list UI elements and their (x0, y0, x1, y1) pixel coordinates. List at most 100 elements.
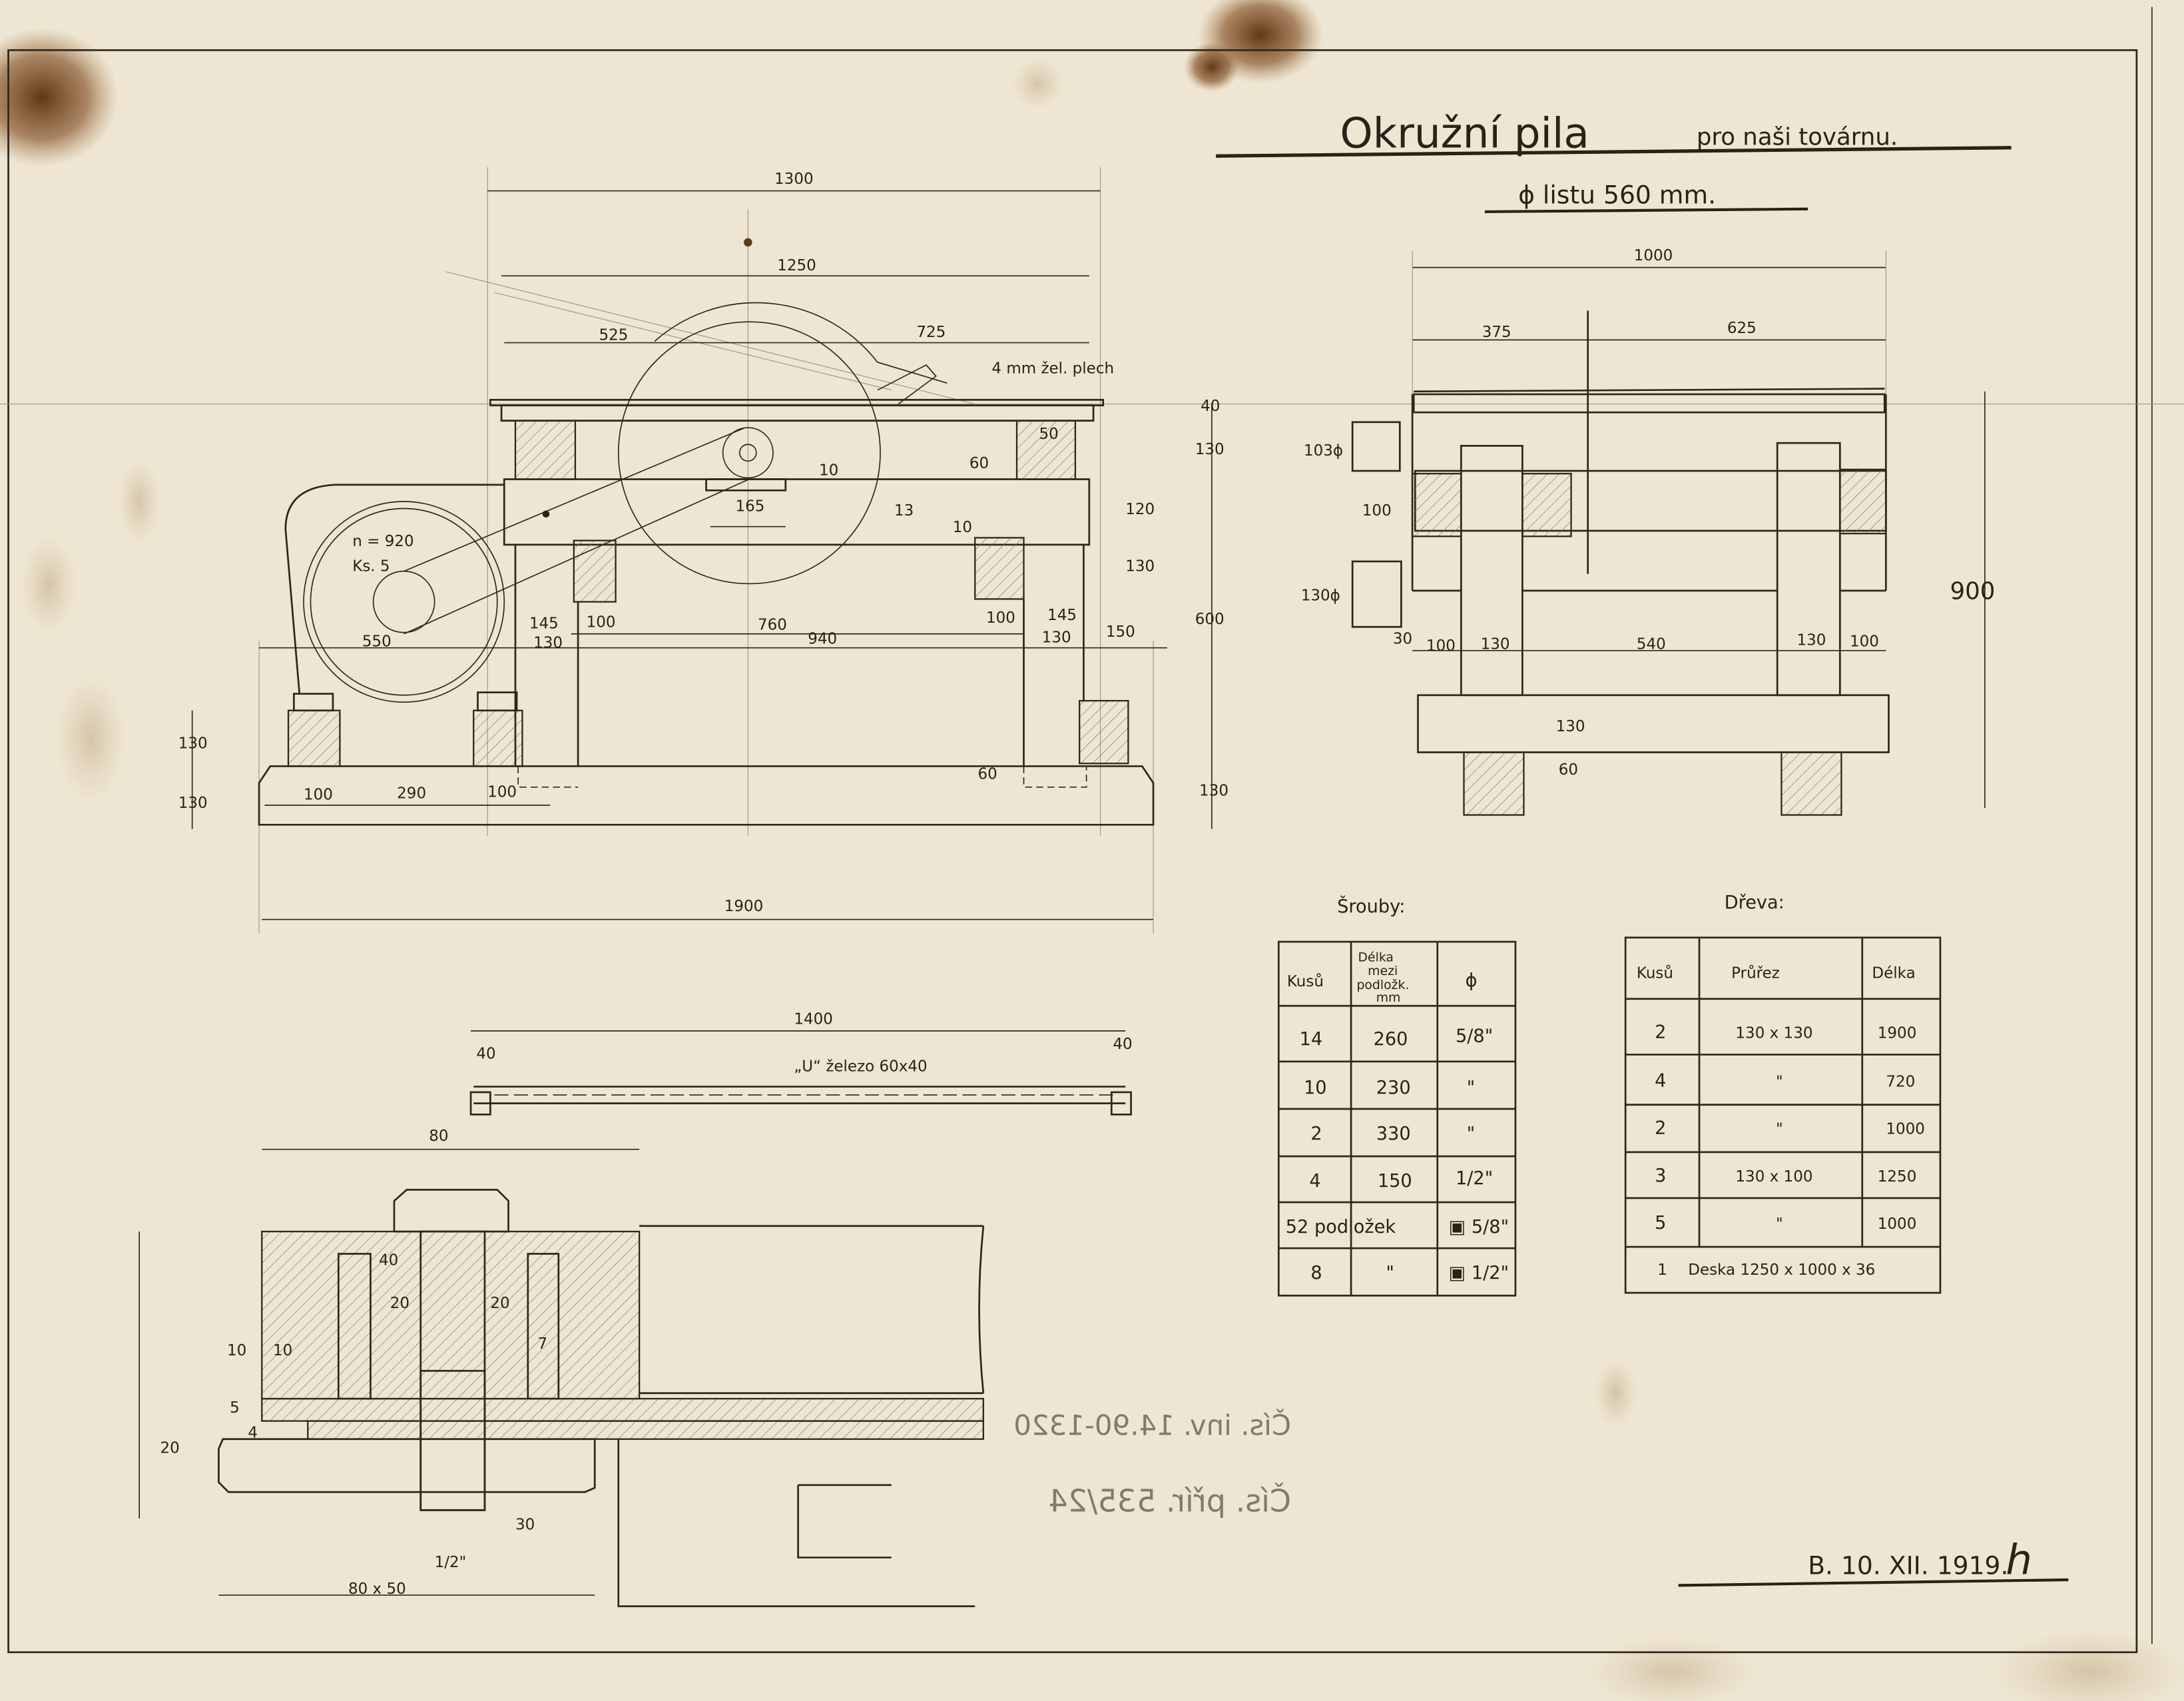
table-cell: 330 (1376, 1124, 1411, 1144)
signature-initial: h (2006, 1536, 2032, 1584)
dim-label: 60 (977, 765, 997, 783)
dim-label: 10 (953, 519, 972, 536)
table-cell: " (1467, 1124, 1476, 1144)
upper-beam (503, 478, 1091, 546)
arbor-pulley (722, 427, 774, 479)
bolt-nut (393, 1188, 509, 1233)
table-cell: 5 (1655, 1213, 1666, 1233)
table-cell: 230 (1376, 1078, 1411, 1098)
wood-table-title: Dřeva: (1725, 892, 1784, 913)
table-cell: 1250 (1878, 1168, 1917, 1186)
table-cell: Deska 1250 x 1000 x 36 (1688, 1261, 1875, 1279)
dim-label: 375 (1482, 324, 1511, 341)
table-cell: 10 (1304, 1078, 1327, 1098)
mirrored-stamp: Čís. inv. 14.90-1320 Čís. přír. 535/24 (1013, 1408, 1291, 1519)
title-sub: pro naši továrnu. (1697, 124, 1898, 151)
table-cell: 1 (1657, 1261, 1667, 1279)
dim-label: 725 (916, 324, 946, 341)
table-cell: ▣ 5/8" (1449, 1217, 1509, 1237)
dim-label: 100 (304, 787, 333, 804)
table-cell: 3 (1655, 1166, 1666, 1186)
table-cell: 130 x 100 (1735, 1168, 1812, 1186)
dim-label: 525 (599, 326, 628, 344)
dim-label: 600 (1195, 611, 1225, 628)
dim-label: 290 (397, 785, 426, 803)
dim-label: 10 (273, 1342, 292, 1359)
side-cross-beam (1417, 694, 1890, 753)
title-block: Okružní pila pro naši továrnu. ϕ listu 5… (1216, 109, 2012, 214)
dim-label: 50 (1039, 426, 1059, 443)
dim-label: 4 (248, 1425, 258, 1442)
front-view: 1300 1250 525 725 4 mm žel. plech 40 130… (0, 167, 2184, 934)
dim-label: 30 (515, 1517, 535, 1534)
dim-label: 130 (1481, 636, 1510, 653)
motor-rpm: n = 920 (352, 533, 413, 550)
dim-label: 100 (487, 783, 517, 801)
dim-label: 10 (227, 1342, 246, 1359)
dim-label: 130 (1556, 718, 1585, 735)
table-cell: 52 podložek (1286, 1217, 1396, 1237)
table-cell: " (1776, 1215, 1783, 1233)
dim-label: 130 (1199, 782, 1228, 799)
table-cell: 1000 (1886, 1121, 1925, 1138)
dim-label: 130 (1796, 631, 1826, 649)
dim-label: 100 (1426, 637, 1456, 655)
table-cell: 5/8" (1456, 1026, 1493, 1047)
dim-label: 130 (178, 735, 208, 752)
dim-label: 10 (819, 462, 838, 479)
dim-label: 130 (178, 795, 208, 812)
dim-label: 7 (537, 1335, 547, 1353)
dim-label: 30 (1393, 630, 1412, 647)
dim-label: 145 (1047, 607, 1077, 624)
dim-label: 4 mm žel. plech (991, 360, 1114, 378)
motor-housing (284, 484, 505, 694)
dim-label: 130 (533, 635, 563, 652)
dim-label: 1250 (777, 257, 816, 274)
table-cell: 2 (1310, 1124, 1322, 1144)
table-cell: 260 (1374, 1029, 1408, 1050)
base-beam (258, 765, 1155, 826)
stamp-line-2: Čís. přír. 535/24 (1048, 1483, 1291, 1519)
table-cell: 130 x 130 (1735, 1024, 1812, 1042)
title-main: Okružní pila (1340, 109, 1589, 158)
dim-label: 100 (986, 609, 1015, 627)
motor-power: Ks. 5 (352, 558, 390, 575)
header-prurez: Průřez (1731, 964, 1780, 982)
channel-label: „U“ železo 60x40 (794, 1058, 927, 1076)
title-underline (1216, 146, 2012, 158)
dim-label: 20 (390, 1295, 410, 1312)
table-cell: 720 (1886, 1074, 1915, 1091)
table-cell: 14 (1300, 1029, 1323, 1050)
dim-label: 100 (587, 613, 616, 631)
dim-label: 150 (1106, 623, 1135, 641)
bottom-bar (218, 1438, 596, 1493)
header-delka: Délka (1872, 964, 1915, 982)
table-cell: 1/2" (1456, 1168, 1493, 1189)
dim-label: 100 (1850, 633, 1879, 651)
wood-table: Dřeva: Kusů Průřez Délka 2 130 x 130 190… (1624, 892, 1942, 1294)
dim-label: 1900 (724, 898, 764, 915)
dim-label: 165 (735, 498, 764, 515)
blade-diameter: ϕ listu 560 mm. (1518, 180, 1716, 209)
bolts-table-title: Šrouby: (1337, 896, 1405, 917)
table-cell: " (1467, 1078, 1476, 1098)
table-cell: 150 (1378, 1171, 1412, 1191)
dim-label: 625 (1727, 320, 1757, 337)
dim-label: 540 (1637, 636, 1666, 653)
motor-pulley (303, 501, 505, 703)
channel-end-left: 40 (476, 1046, 495, 1063)
dim-label: 80 x 50 (348, 1580, 406, 1598)
dim-label: 13 (894, 502, 914, 519)
dim-label: 130 (1125, 558, 1155, 575)
table-cell: 8 (1310, 1263, 1322, 1283)
dim-label: 20 (490, 1295, 509, 1312)
dim-label: 80 (429, 1128, 448, 1145)
dim-label: 60 (969, 455, 989, 472)
dim-label: 1000 (1634, 247, 1673, 264)
channel-length: 1400 (794, 1010, 833, 1028)
dim-label: 1/2" (435, 1554, 467, 1571)
